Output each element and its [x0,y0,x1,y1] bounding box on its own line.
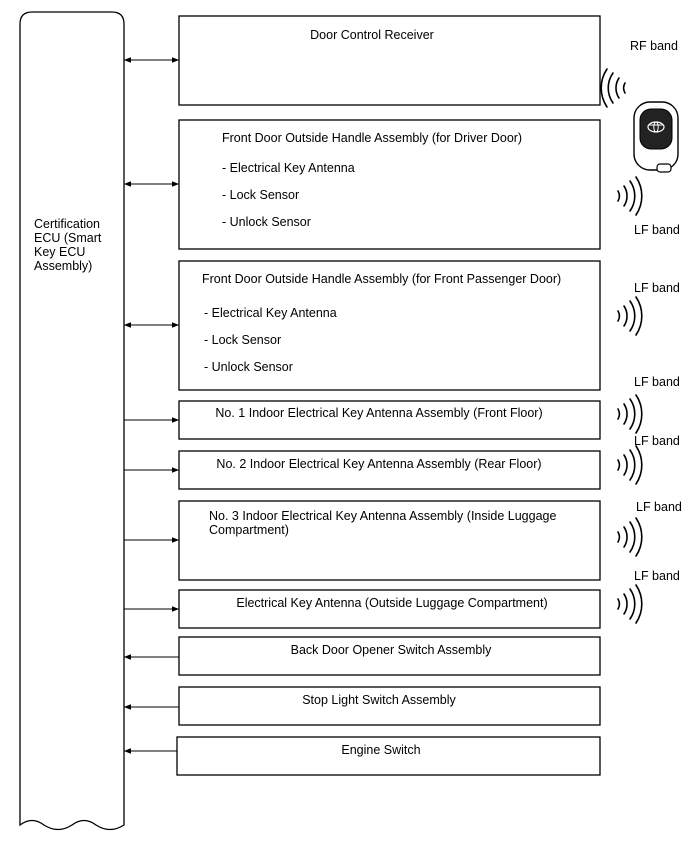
component-no3-indoor-antenna: No. 3 Indoor Electrical Key Antenna Asse… [178,500,601,581]
component-back-door-opener-switch: Back Door Opener Switch Assembly [178,636,601,676]
component-title: No. 3 Indoor Electrical Key Antenna Asse… [209,509,556,523]
component-title: Stop Light Switch Assembly [302,693,456,707]
component-item: - Unlock Sensor [222,215,311,229]
certification-ecu-block [19,11,125,831]
component-no2-indoor-antenna: No. 2 Indoor Electrical Key Antenna Asse… [178,450,601,490]
component-door-control-receiver: Door Control Receiver [178,15,601,106]
radio-wave-icon [617,296,643,336]
component-outside-luggage-antenna: Electrical Key Antenna (Outside Luggage … [178,589,601,629]
radio-wave-icon [617,394,643,434]
radio-wave-icon [617,445,643,485]
ecu-label-line-1: Certification [34,217,100,231]
component-item: - Electrical Key Antenna [204,306,337,320]
component-title: Engine Switch [341,743,420,757]
component-item: - Lock Sensor [222,188,299,202]
radio-wave-icon [617,517,643,557]
ecu-label-line-2: ECU (Smart [34,231,102,245]
component-stop-light-switch: Stop Light Switch Assembly [178,686,601,726]
component-no1-indoor-antenna: No. 1 Indoor Electrical Key Antenna Asse… [178,400,601,440]
radio-wave-icon [617,584,643,624]
ecu-label-line-4: Assembly) [34,259,92,273]
component-title: Back Door Opener Switch Assembly [291,643,493,657]
lf-band-label: LF band [636,500,682,514]
rf-band-label: RF band [630,39,678,53]
component-title: Door Control Receiver [310,28,434,42]
lf-band-label: LF band [634,569,680,583]
component-title: Front Door Outside Handle Assembly (for … [222,131,522,145]
component-title: Front Door Outside Handle Assembly (for … [202,272,561,286]
component-engine-switch: Engine Switch [176,736,601,776]
radio-wave-icon [617,176,643,216]
smart-key-fob-icon [633,101,679,173]
lf-band-label: LF band [634,375,680,389]
component-item: - Electrical Key Antenna [222,161,355,175]
ecu-label-line-3: Key ECU [34,245,85,259]
component-title: No. 2 Indoor Electrical Key Antenna Asse… [216,457,541,471]
component-title: Compartment) [209,523,289,537]
component-item: - Lock Sensor [204,333,281,347]
component-item: - Unlock Sensor [204,360,293,374]
radio-wave-icon [600,68,626,108]
lf-band-label: LF band [634,281,680,295]
lf-band-label: LF band [634,434,680,448]
lf-band-label: LF band [634,223,680,237]
component-title: No. 1 Indoor Electrical Key Antenna Asse… [215,406,542,420]
component-title: Electrical Key Antenna (Outside Luggage … [236,596,547,610]
component-driver-door-handle: Front Door Outside Handle Assembly (for … [178,119,601,250]
component-passenger-door-handle: Front Door Outside Handle Assembly (for … [178,260,601,391]
